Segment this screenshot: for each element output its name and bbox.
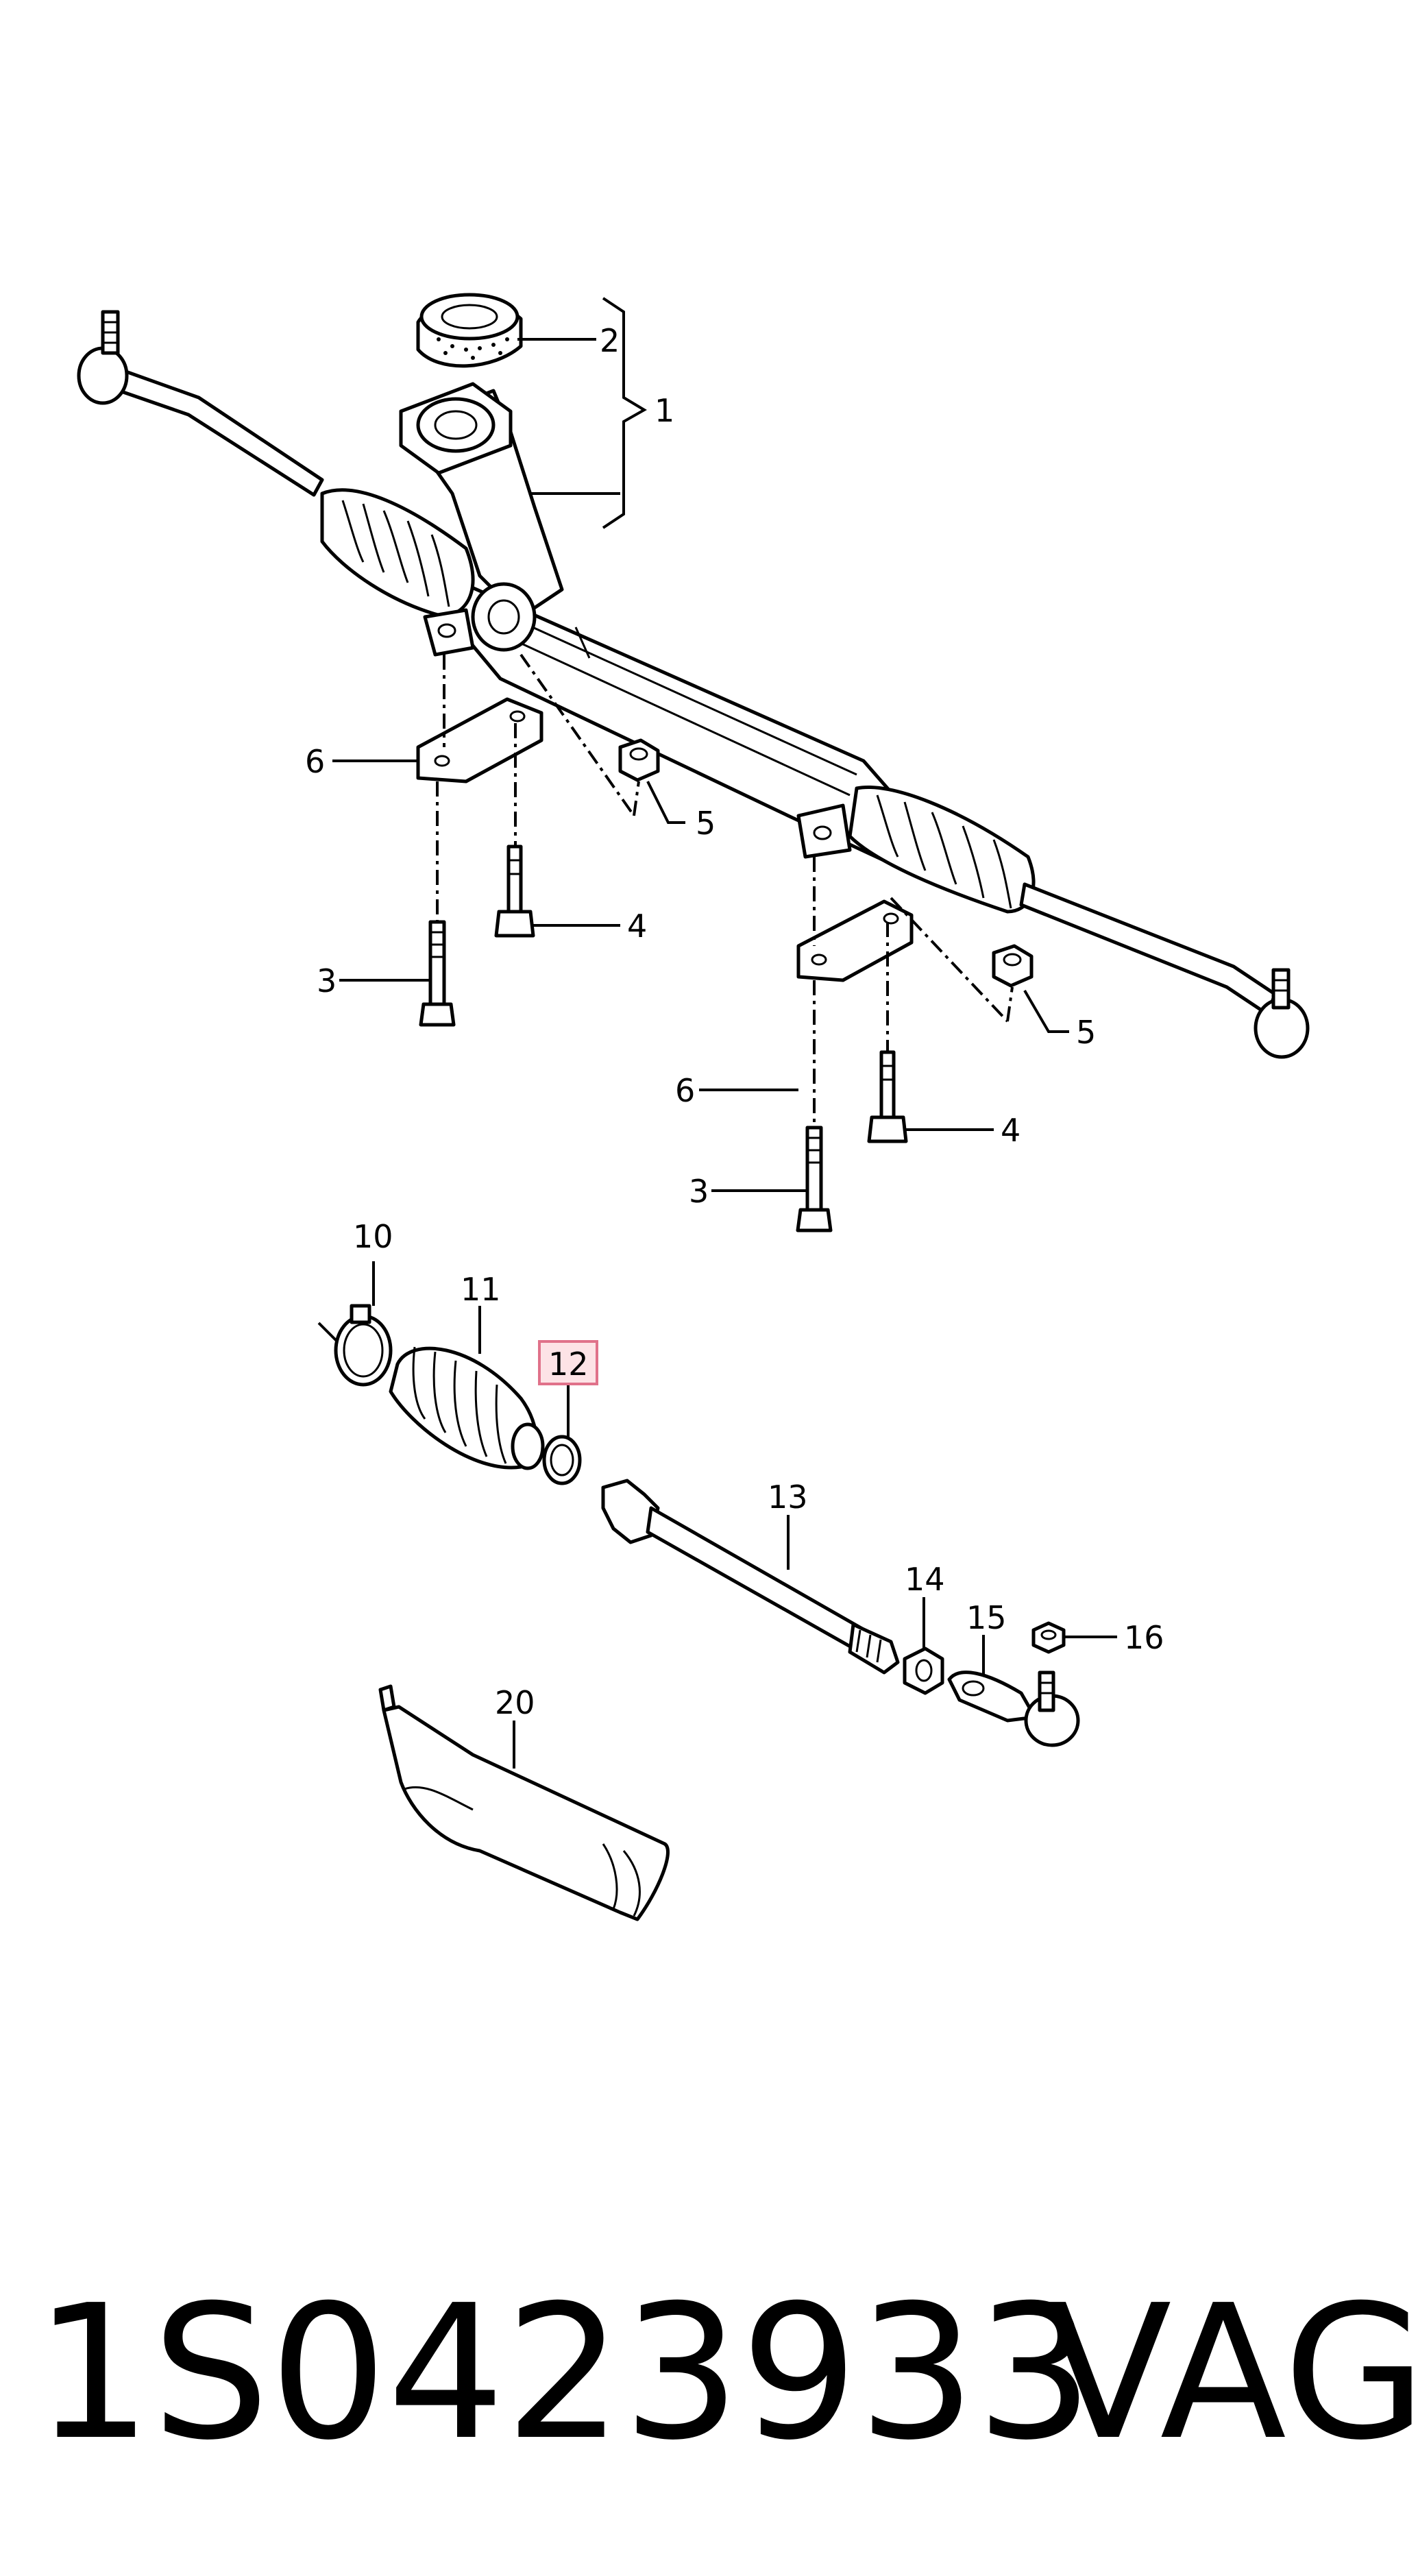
callout-5-left: 5 [696, 805, 716, 842]
rubber-mount [416, 293, 523, 368]
small-boot-clamp [542, 1435, 582, 1485]
steering-rack-assembly [77, 293, 1310, 1232]
callout-12-highlight [538, 1340, 598, 1385]
bolt-right [796, 1126, 833, 1232]
callout-3-right: 3 [689, 1173, 709, 1210]
upper-leader-lines [332, 297, 1069, 1192]
callout-16: 16 [1124, 1619, 1164, 1656]
lock-nut [903, 1647, 944, 1695]
callout-4-right: 4 [1001, 1112, 1020, 1149]
flange-nut-right [992, 944, 1034, 988]
part-number: 1S0423933 [34, 2265, 1094, 2481]
grease-tube [378, 1684, 670, 1921]
callout-labels: 2 1 6 5 4 3 6 5 4 3 10 11 12 13 14 15 16… [305, 322, 1164, 1721]
left-bellows-boot [320, 488, 475, 619]
inner-tie-rod [601, 1479, 900, 1675]
flange-bolt-right [867, 1050, 908, 1143]
callout-11: 11 [461, 1271, 501, 1308]
tie-rod-end-nut [1031, 1621, 1066, 1654]
flange-bolt-left [494, 845, 535, 938]
callout-13: 13 [768, 1479, 808, 1516]
steering-boot [389, 1346, 545, 1470]
bolt-left [419, 920, 456, 1027]
right-tie-rod-end [1254, 968, 1310, 1059]
boot-clamp [317, 1304, 393, 1387]
mounting-bracket-left [416, 697, 543, 783]
callout-2: 2 [600, 322, 620, 359]
pinion-housing [399, 382, 564, 652]
callout-14: 14 [905, 1561, 945, 1598]
callout-1: 1 [655, 392, 674, 429]
lower-leader-lines [372, 1261, 1117, 1769]
callout-4-left: 4 [627, 908, 647, 945]
right-bellows-boot [848, 786, 1036, 914]
callout-15: 15 [966, 1599, 1007, 1636]
callout-5-right: 5 [1076, 1014, 1096, 1051]
flange-nut-left [618, 738, 660, 782]
callout-10: 10 [353, 1218, 393, 1255]
callout-3-left: 3 [317, 962, 337, 999]
callout-12: 12 [548, 1346, 589, 1383]
callout-6-right: 6 [675, 1072, 695, 1109]
mounting-bracket-right [796, 899, 914, 982]
left-tie-rod-end [77, 310, 129, 405]
callout-6-left: 6 [305, 743, 325, 780]
brand-name: VAG [1045, 2265, 1418, 2481]
callout-20: 20 [495, 1684, 535, 1721]
outer-tie-rod-end [947, 1670, 1080, 1747]
tie-rod-parts [317, 1304, 1080, 1921]
